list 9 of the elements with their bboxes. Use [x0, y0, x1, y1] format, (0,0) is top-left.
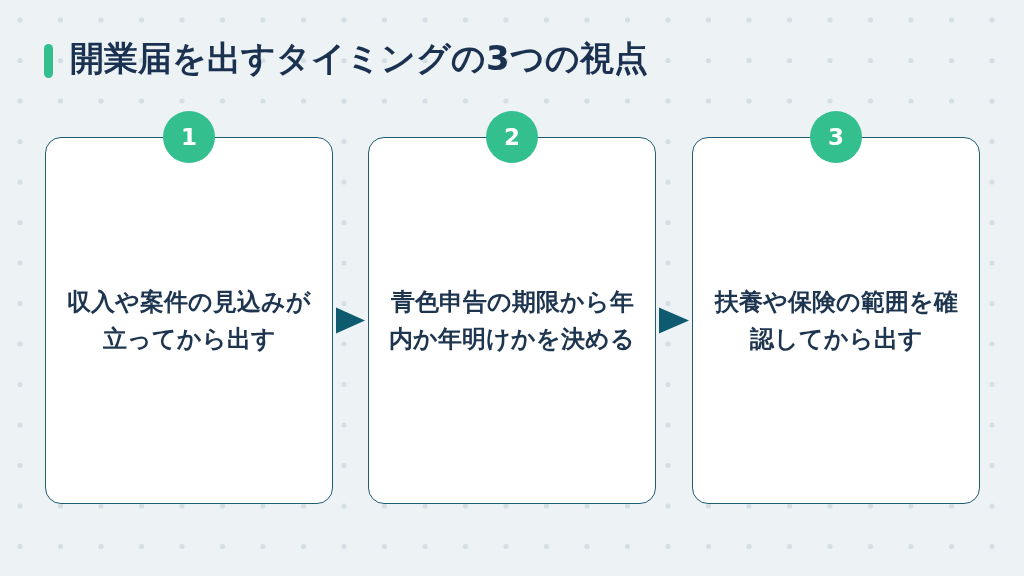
- step-text: 扶養や保険の範囲を確認してから出す: [713, 286, 959, 355]
- step-number-badge: 3: [810, 111, 862, 163]
- step-text: 収入や案件の見込みが立ってから出す: [66, 286, 312, 355]
- step-number-badge: 2: [486, 111, 538, 163]
- step-text: 青色申告の期限から年内か年明けかを決める: [389, 286, 635, 355]
- step-number-badge: 1: [163, 111, 215, 163]
- arrow: [659, 307, 689, 334]
- title: 開業届を出すタイミングの3つの視点: [70, 37, 648, 80]
- arrow: [336, 307, 365, 334]
